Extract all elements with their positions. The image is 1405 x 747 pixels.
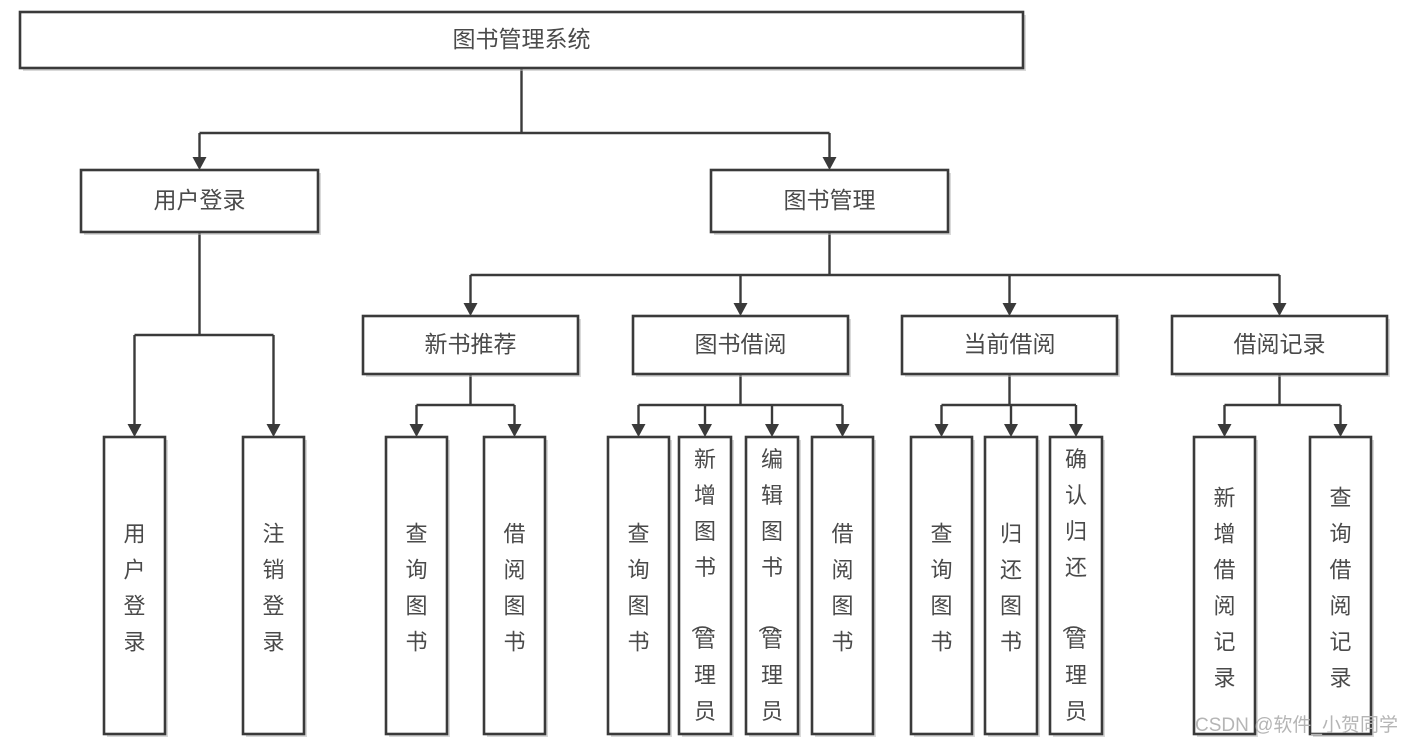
node-leaf-borrow-book-1[interactable]: 借阅图书	[482, 435, 548, 737]
node-leaf-add-book[interactable]: 新增图书（管理员）	[677, 435, 734, 747]
node-label: 编辑图书（管理员）	[756, 447, 783, 747]
node-new-book-recommend[interactable]: 新书推荐	[361, 314, 581, 377]
node-box[interactable]	[709, 168, 950, 234]
node-leaf-return-book[interactable]: 归还图书	[983, 435, 1040, 737]
node-box[interactable]	[1170, 314, 1389, 376]
node-box[interactable]	[482, 435, 547, 736]
connector-group-current-borrow	[934, 374, 1083, 437]
node-current-borrow[interactable]: 当前借阅	[900, 314, 1120, 377]
node-box[interactable]	[18, 10, 1025, 70]
node-leaf-query-book-1[interactable]: 查询图书	[384, 435, 450, 737]
node-leaf-query-record[interactable]: 查询借阅记录	[1308, 435, 1374, 737]
node-label: 查询图书	[405, 522, 427, 655]
node-box[interactable]	[1308, 435, 1373, 736]
node-label: 注销登录	[262, 522, 284, 655]
node-box[interactable]	[983, 435, 1039, 736]
connectors-layer	[127, 68, 1348, 437]
node-box[interactable]	[1048, 435, 1104, 736]
node-leaf-query-book-2[interactable]: 查询图书	[606, 435, 672, 737]
node-label: 当前借阅	[964, 331, 1056, 357]
node-leaf-borrow-book-2[interactable]: 借阅图书	[810, 435, 876, 737]
node-user-login[interactable]: 用户登录	[79, 168, 321, 235]
node-box[interactable]	[79, 168, 320, 234]
connector-group-borrow-record	[1217, 374, 1348, 437]
node-box[interactable]	[361, 314, 580, 376]
node-label: 新增图书（管理员）	[689, 447, 716, 747]
node-box[interactable]	[241, 435, 306, 736]
node-leaf-user-login[interactable]: 用户登录	[102, 435, 168, 737]
node-book-manage[interactable]: 图书管理	[709, 168, 951, 235]
node-borrow-record[interactable]: 借阅记录	[1170, 314, 1390, 377]
node-box[interactable]	[606, 435, 671, 736]
node-leaf-confirm-return[interactable]: 确认归还（管理员）	[1048, 435, 1105, 747]
node-label: 图书管理系统	[453, 26, 591, 52]
connector-group-root	[192, 68, 837, 170]
node-label: 借阅记录	[1234, 331, 1326, 357]
node-label: 查询图书	[930, 522, 952, 655]
node-label: 新增借阅记录	[1213, 486, 1235, 691]
node-box[interactable]	[900, 314, 1119, 376]
node-label: 图书管理	[784, 187, 876, 213]
connector-group-new-book-recommend	[409, 374, 522, 437]
node-label: 归还图书	[1000, 522, 1022, 655]
node-label: 查询借阅记录	[1329, 486, 1351, 691]
node-label: 新书推荐	[425, 331, 517, 357]
node-label: 借阅图书	[831, 522, 853, 655]
node-box[interactable]	[744, 435, 800, 736]
node-label: 用户登录	[123, 522, 145, 655]
node-leaf-add-record[interactable]: 新增借阅记录	[1192, 435, 1258, 737]
connector-group-book-borrow	[631, 374, 850, 437]
node-box[interactable]	[810, 435, 875, 736]
node-box[interactable]	[677, 435, 733, 736]
node-label: 图书借阅	[695, 331, 787, 357]
node-book-borrow[interactable]: 图书借阅	[631, 314, 851, 377]
csdn-watermark: CSDN @软件_小贺同学	[1195, 714, 1398, 736]
node-leaf-logout[interactable]: 注销登录	[241, 435, 307, 737]
node-box[interactable]	[909, 435, 974, 736]
node-leaf-edit-book[interactable]: 编辑图书（管理员）	[744, 435, 801, 747]
node-label: 查询图书	[627, 522, 649, 655]
node-box[interactable]	[384, 435, 449, 736]
connector-group-user-login	[127, 232, 281, 437]
connector-group-book-manage	[463, 232, 1287, 316]
node-label: 确认归还（管理员）	[1060, 447, 1087, 747]
node-label: 借阅图书	[503, 522, 525, 655]
nodes-layer: 图书管理系统用户登录图书管理新书推荐图书借阅当前借阅借阅记录用户登录注销登录查询…	[18, 10, 1390, 747]
node-box[interactable]	[1192, 435, 1257, 736]
node-root[interactable]: 图书管理系统	[18, 10, 1026, 71]
node-box[interactable]	[631, 314, 850, 376]
node-label: 用户登录	[154, 187, 246, 213]
node-box[interactable]	[102, 435, 167, 736]
node-leaf-query-book-3[interactable]: 查询图书	[909, 435, 975, 737]
